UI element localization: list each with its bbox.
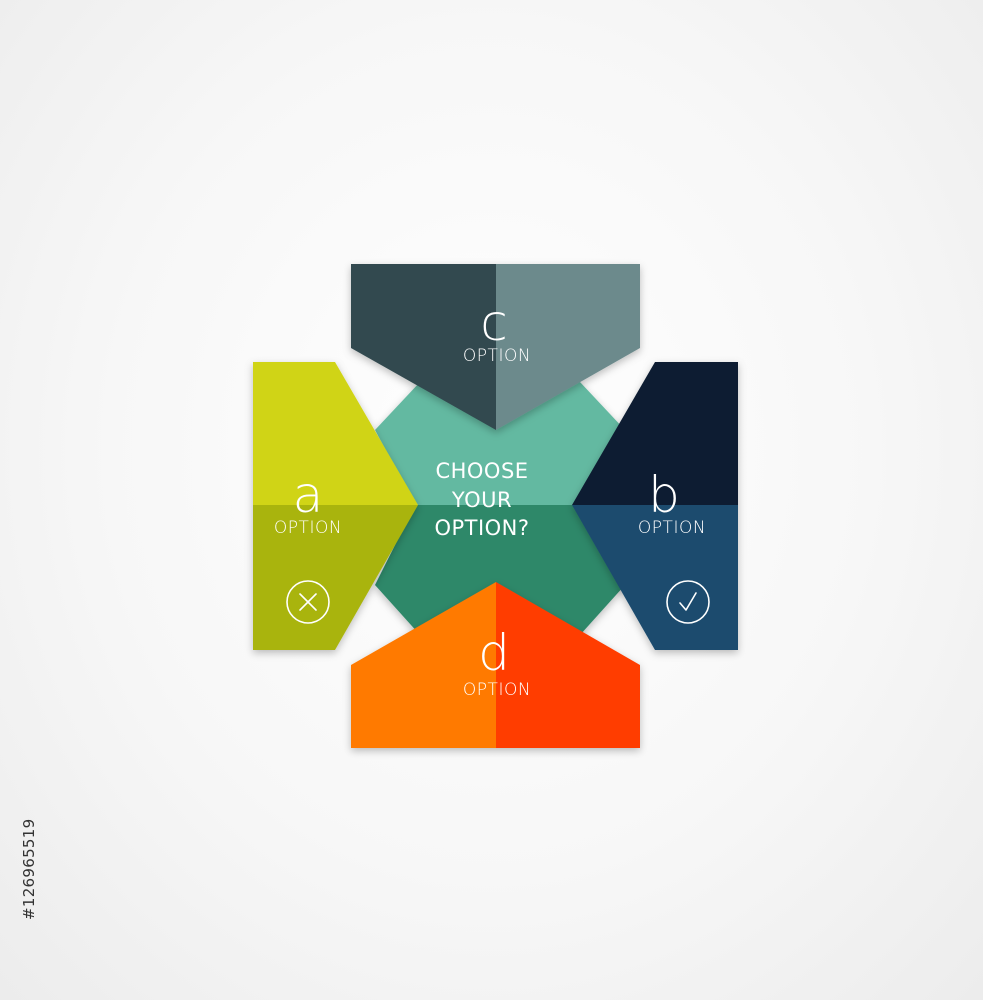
option-a-top — [253, 362, 418, 505]
option-b-top — [572, 362, 738, 505]
option-b-block[interactable] — [572, 362, 738, 650]
option-a-block[interactable] — [253, 362, 418, 650]
option-c-letter: c — [480, 294, 508, 352]
center-x-top — [375, 382, 625, 505]
option-d-letter: d — [478, 624, 510, 682]
option-b-letter: b — [648, 466, 680, 524]
center-prompt-line-3: OPTION? — [434, 516, 530, 540]
option-c-left — [351, 264, 496, 430]
center-x-shape — [375, 382, 625, 635]
option-a-letter: a — [292, 466, 324, 524]
option-a-bottom — [253, 505, 418, 650]
option-a-label: OPTION — [273, 518, 343, 538]
option-d-left — [351, 582, 496, 748]
option-c-block[interactable] — [351, 264, 640, 430]
option-b-bottom — [572, 505, 738, 650]
center-prompt: CHOOSE YOUR OPTION? — [417, 457, 547, 543]
option-c-right — [496, 264, 640, 430]
center-x-bottom — [375, 505, 625, 635]
option-c-label: OPTION — [462, 346, 532, 366]
check-circle-icon[interactable] — [663, 577, 713, 627]
center-prompt-line-1: CHOOSE — [435, 459, 529, 483]
option-d-right — [496, 582, 640, 748]
center-prompt-line-2: YOUR — [451, 487, 513, 512]
stock-id-text: #126965519 — [20, 818, 38, 920]
option-b-label: OPTION — [637, 518, 707, 538]
option-d-block[interactable] — [351, 582, 640, 748]
cross-circle-icon[interactable] — [283, 577, 333, 627]
option-d-label: OPTION — [462, 680, 532, 700]
